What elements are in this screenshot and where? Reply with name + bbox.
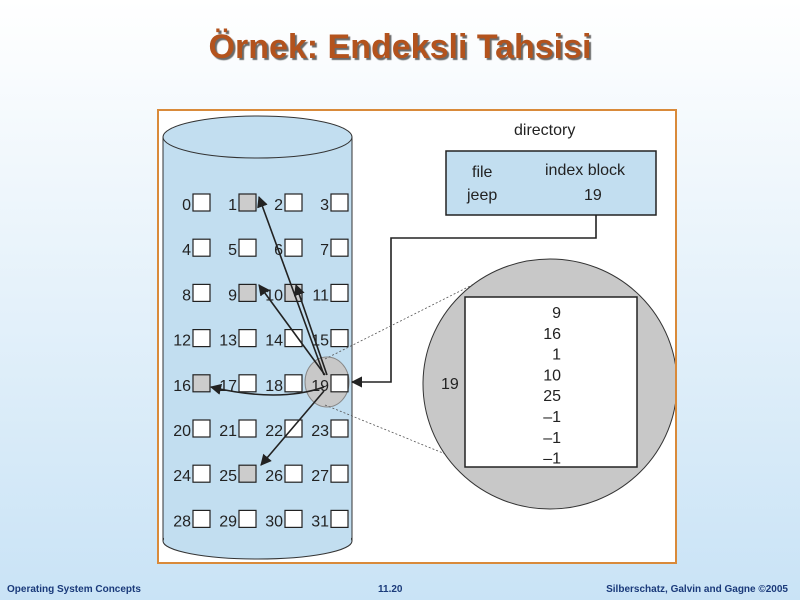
directory-column-index-block: index block (545, 162, 626, 179)
disk-block-number: 9 (228, 287, 237, 304)
index-block-entry: 25 (543, 388, 561, 405)
disk-cylinder-top (162, 115, 353, 159)
arrow-to-block-25 (260, 390, 325, 466)
index-block-entry: –1 (543, 430, 561, 447)
disk-block-number: 7 (320, 242, 329, 259)
arrow-to-block-10 (293, 283, 328, 376)
disk-block-number: 2 (274, 197, 283, 214)
footer-course: Operating System Concepts (7, 584, 141, 595)
index-block-entries: 9 16 1 10 25 –1 –1 –1 (543, 305, 561, 468)
disk-block-free (284, 374, 303, 393)
disk-block-number: 22 (265, 423, 283, 440)
index-block-entry: 9 (552, 305, 561, 322)
disk-block-free (284, 329, 303, 348)
disk-block-free (238, 329, 257, 348)
disk-block-used (238, 193, 257, 212)
disk-block-free (238, 509, 257, 528)
disk-block-free (330, 238, 349, 257)
index-block-entry: 16 (543, 326, 561, 343)
disk-block-free (284, 509, 303, 528)
disk-block-free (330, 374, 349, 393)
zoom-line-top (324, 278, 485, 360)
index-block-entry: –1 (543, 409, 561, 426)
disk-block-number: 24 (173, 468, 191, 485)
directory-column-file: file (472, 164, 493, 181)
disk-block-free (330, 419, 349, 438)
disk-block-free (192, 419, 211, 438)
disk-block-free (192, 238, 211, 257)
disk-block-used (238, 464, 257, 483)
disk-block-free (284, 464, 303, 483)
arrow-to-block-16 (209, 383, 325, 396)
directory-table (445, 150, 657, 216)
disk-block-free (284, 193, 303, 212)
index-block-entry: –1 (543, 451, 561, 468)
disk-block-free (284, 238, 303, 257)
arrow-to-block-9 (258, 284, 326, 376)
disk-block-number: 14 (265, 333, 283, 350)
disk-block-number: 16 (173, 378, 191, 395)
disk-block-number: 18 (265, 378, 283, 395)
disk-block-used (192, 374, 211, 393)
disk-block-free (330, 509, 349, 528)
disk-block-number: 25 (219, 468, 237, 485)
slide-title: Örnek: Endeksli Tahsisi (208, 28, 592, 66)
footer-page-number: 11.20 (378, 584, 403, 595)
disk-block-free (330, 329, 349, 348)
directory-to-index-block-arrow (350, 215, 597, 388)
disk-block-number: 31 (311, 513, 329, 530)
block-19-highlight (304, 356, 350, 408)
disk-block-number: 15 (311, 333, 329, 350)
directory-index-value: 19 (584, 187, 602, 204)
disk-block-free (192, 329, 211, 348)
disk-block-number: 0 (182, 197, 191, 214)
footer-credits: Silberschatz, Galvin and Gagne ©2005 (606, 584, 788, 595)
disk-block-number: 29 (219, 513, 237, 530)
disk-block-number: 30 (265, 513, 283, 530)
disk-block-number: 8 (182, 287, 191, 304)
arrow-to-block-1 (257, 195, 325, 376)
disk-block-number: 26 (265, 468, 283, 485)
zoom-block-number: 19 (441, 376, 459, 393)
disk-block-free (238, 374, 257, 393)
disk-block-number: 11 (312, 287, 329, 304)
disk-block-free (330, 193, 349, 212)
disk-block-number: 28 (173, 513, 191, 530)
pointer-arrows (209, 195, 328, 466)
directory-label: directory (514, 122, 575, 139)
directory-file-name: jeep (466, 187, 497, 204)
index-block-entry: 1 (552, 347, 561, 364)
disk-block-number: 19 (311, 378, 329, 395)
disk-block-free (330, 464, 349, 483)
disk-block-free (192, 509, 211, 528)
disk-block-free (238, 419, 257, 438)
disk-block-number: 27 (311, 468, 329, 485)
disk-block-number: 20 (173, 423, 191, 440)
disk-block-number: 23 (311, 423, 329, 440)
disk-block-number: 12 (173, 333, 191, 350)
disk-block-free (330, 283, 349, 302)
index-block-entry: 10 (543, 367, 561, 384)
disk-block-number: 13 (219, 333, 237, 350)
disk-block-number: 5 (228, 242, 237, 259)
disk-block-number: 4 (182, 242, 191, 259)
disk-block-free (192, 193, 211, 212)
disk-block-number: 3 (320, 197, 329, 214)
disk-block-free (192, 283, 211, 302)
disk-block-free (238, 238, 257, 257)
disk-block-number: 21 (219, 423, 237, 440)
disk-block-free (192, 464, 211, 483)
disk-block-number: 1 (228, 197, 237, 214)
index-block-table (464, 296, 638, 468)
disk-block-used (238, 283, 257, 302)
